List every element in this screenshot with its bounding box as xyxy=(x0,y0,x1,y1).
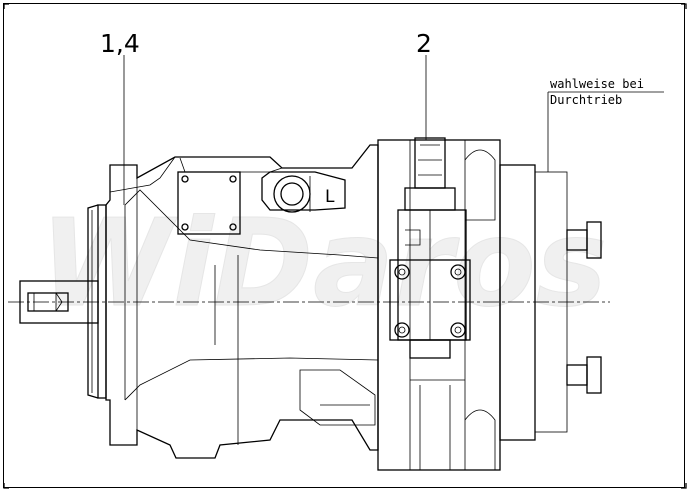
watermark: WiDaros xyxy=(40,195,607,334)
corner-mark-tl xyxy=(3,3,9,9)
part-label-1-4: 1,4 xyxy=(100,29,140,58)
through-drive-cover xyxy=(499,164,602,441)
control-valve xyxy=(389,137,471,359)
note-line-1: wahlweise bei xyxy=(550,77,644,91)
port-l-label: L xyxy=(325,187,335,207)
corner-mark-br xyxy=(681,483,687,489)
pump-housing xyxy=(105,144,379,459)
note-line-2: Durchtrieb xyxy=(550,93,622,107)
drawing-frame xyxy=(3,3,685,488)
corner-mark-tr xyxy=(681,3,687,9)
corner-mark-bl xyxy=(3,483,9,489)
part-label-2: 2 xyxy=(416,29,432,58)
port-l xyxy=(261,171,346,213)
port-flange-plate xyxy=(177,171,241,235)
